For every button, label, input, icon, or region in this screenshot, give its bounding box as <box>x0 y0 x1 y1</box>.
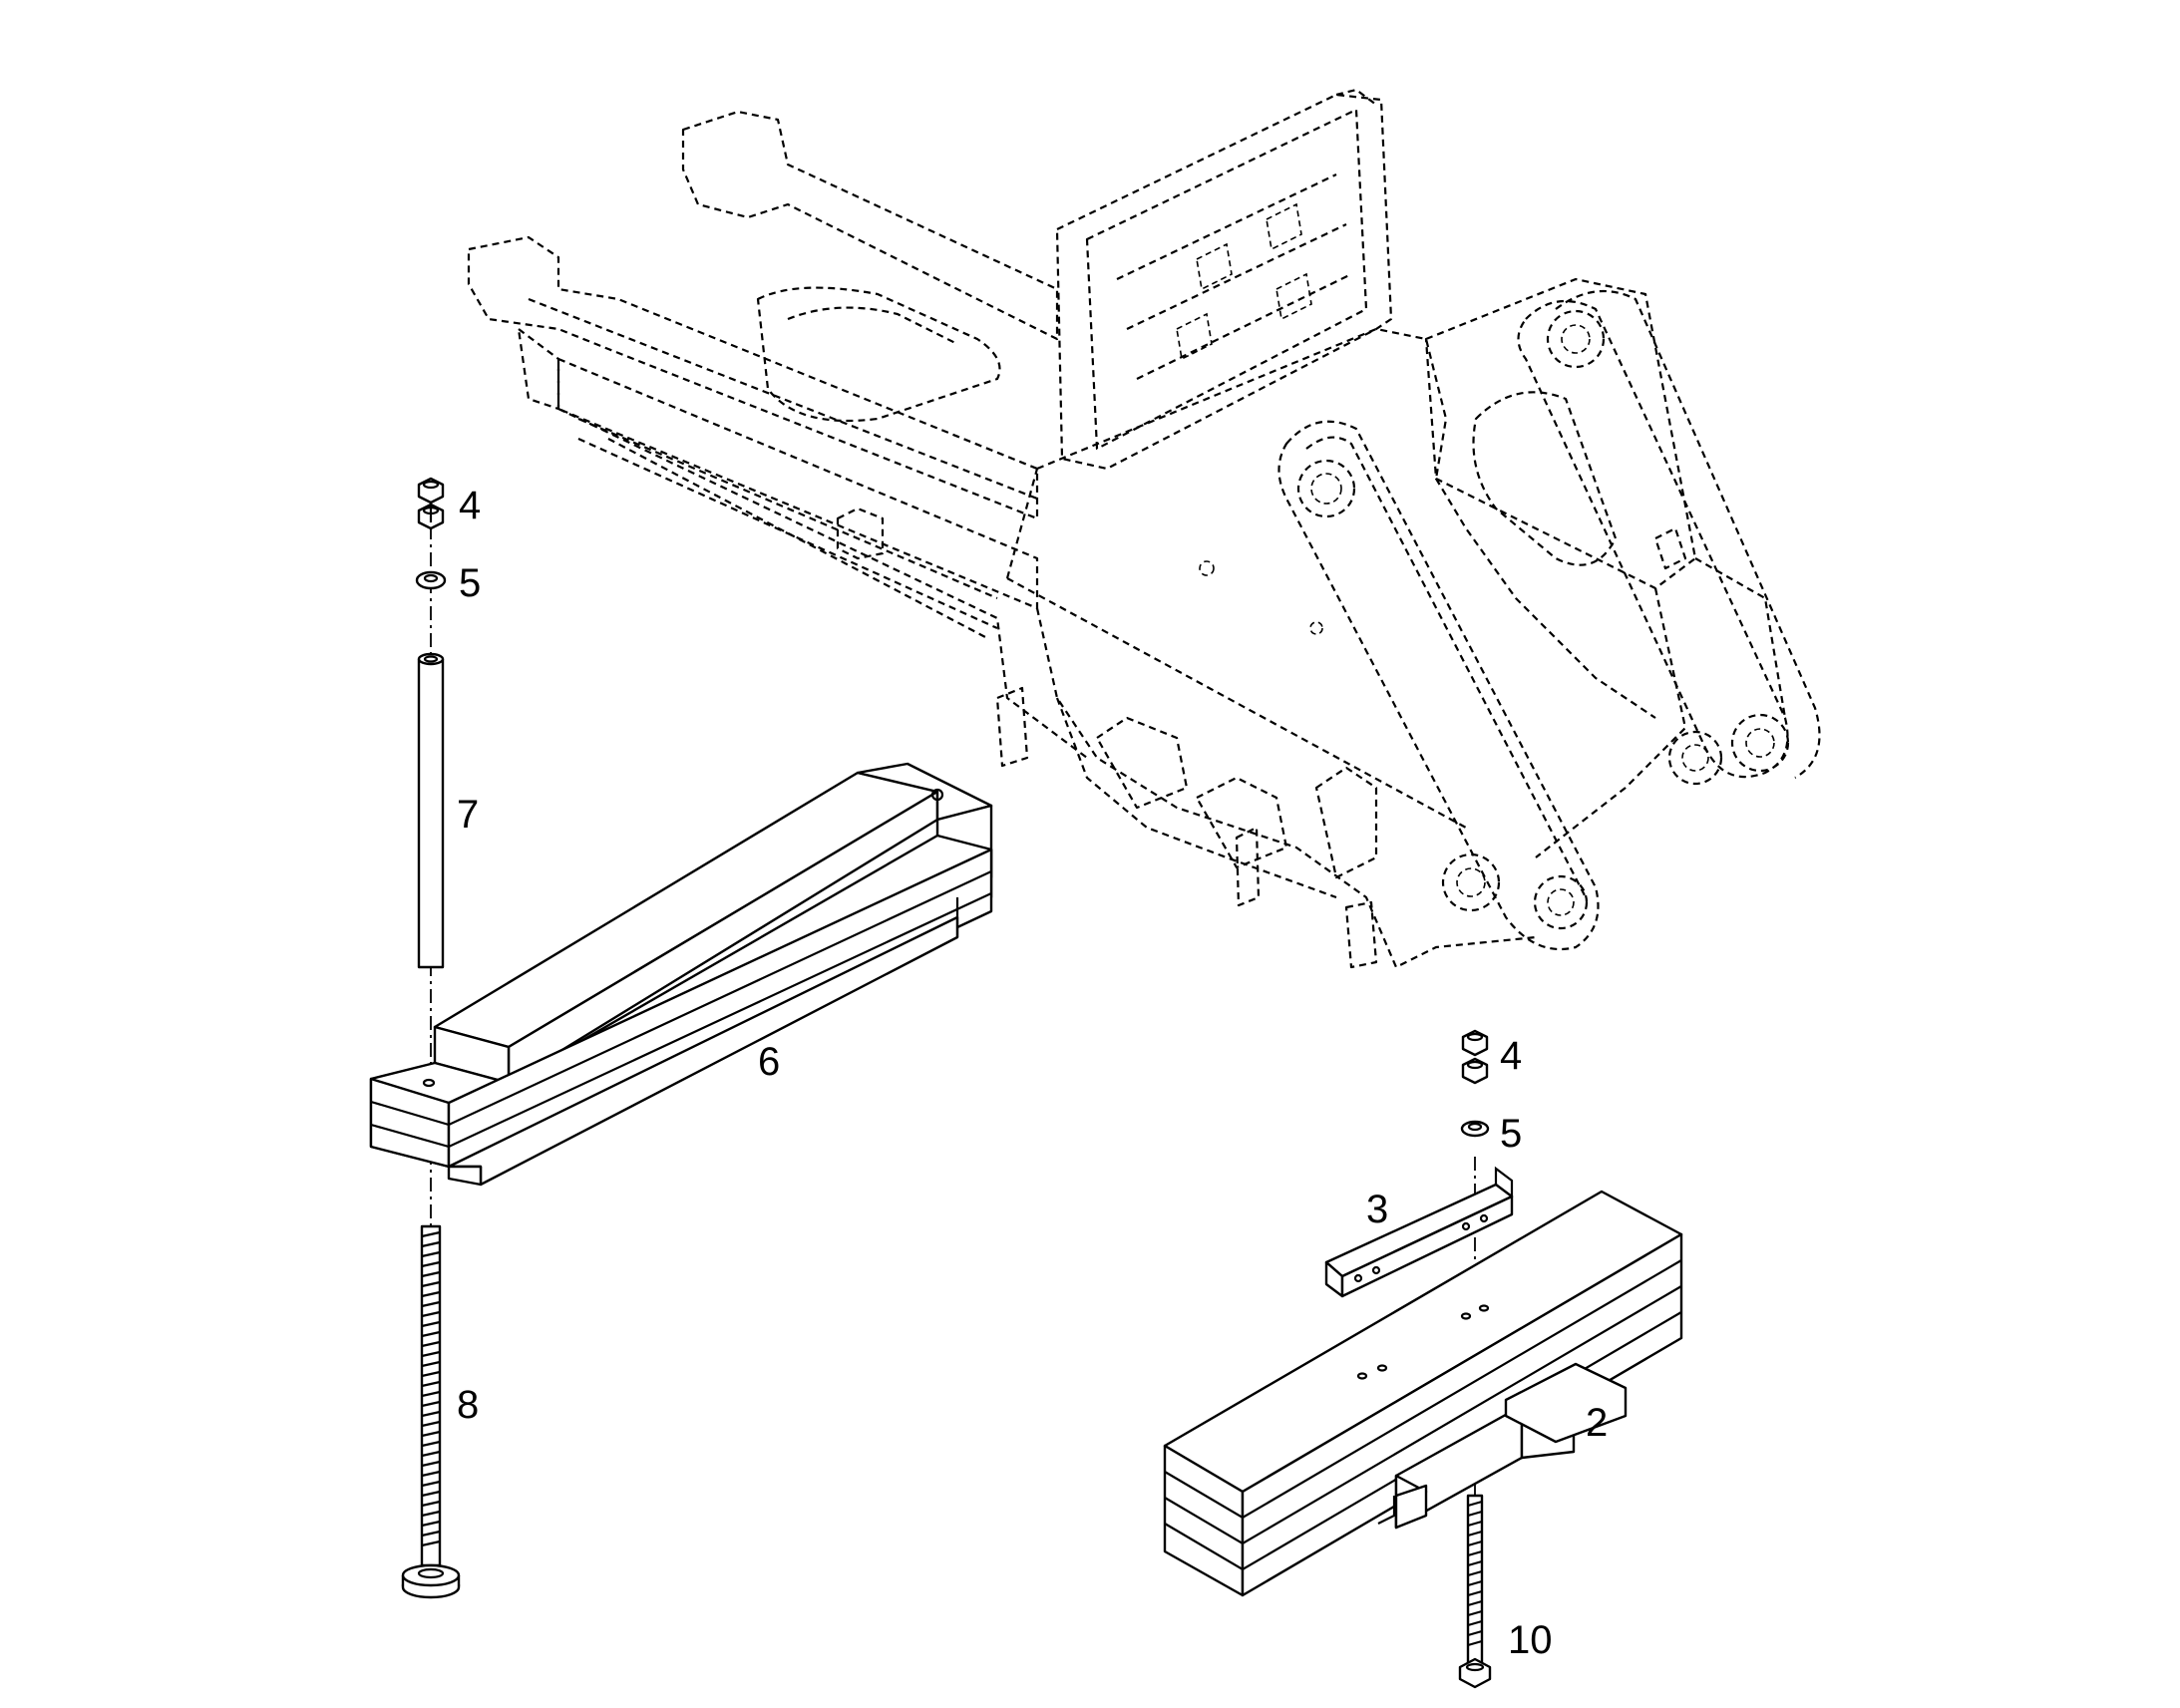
callout-bracket: 3 <box>1366 1188 1388 1231</box>
machine-frame-ghost <box>467 88 1821 969</box>
nut-right-icon <box>1461 1029 1489 1085</box>
callout-tube: 7 <box>457 793 479 837</box>
callout-bolt-right: 10 <box>1508 1618 1553 1662</box>
bracket-icon <box>1324 1166 1514 1298</box>
washer-right-icon <box>1460 1120 1490 1138</box>
callout-nut-right: 4 <box>1500 1034 1522 1078</box>
callout-washer-left: 5 <box>459 561 481 605</box>
callout-counterweight-left: 6 <box>758 1040 780 1084</box>
counterweight-right-icon <box>1163 1190 1683 1597</box>
washer-left-icon <box>415 570 447 590</box>
counterweight-left-icon <box>369 762 993 1187</box>
nut-left-icon <box>417 477 445 530</box>
callout-counterweight-right: 2 <box>1586 1401 1608 1445</box>
callout-bolt-left: 8 <box>457 1383 479 1427</box>
right-assembly <box>1163 1029 1683 1689</box>
left-assembly <box>369 477 993 1599</box>
tube-left-icon <box>417 652 445 969</box>
bolt-left-icon <box>401 1224 461 1599</box>
callout-nut-left: 4 <box>459 484 481 527</box>
bolt-right-icon <box>1458 1494 1492 1689</box>
callout-washer-right: 5 <box>1500 1112 1522 1156</box>
